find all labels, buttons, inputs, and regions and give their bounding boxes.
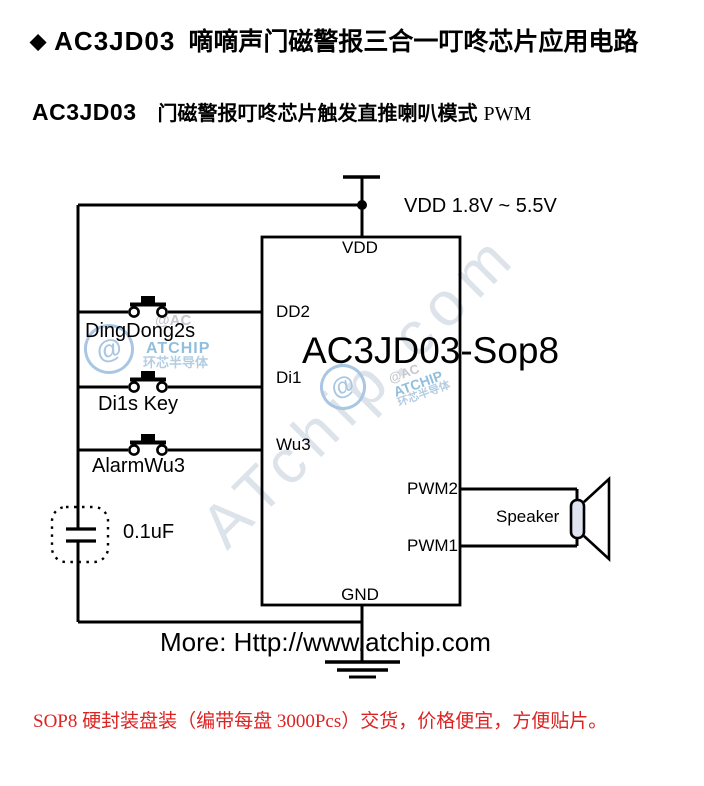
power-rail-icon xyxy=(343,175,380,237)
pushbutton-dingdong-icon xyxy=(128,296,168,318)
pin-label-pwm2: PWM2 xyxy=(407,479,458,498)
diamond-bullet-icon: ◆ xyxy=(30,30,47,53)
pushbutton-di1s-icon xyxy=(128,371,168,393)
pin-label-dd2: DD2 xyxy=(276,302,311,321)
speaker-label: Speaker xyxy=(496,507,560,526)
page-title: ◆ AC3JD03 嘀嘀声门磁警报三合一叮咚芯片应用电路 xyxy=(30,22,638,58)
capacitor-value-label: 0.1uF xyxy=(123,521,175,543)
speaker-icon xyxy=(569,476,611,562)
website-link[interactable]: More: Http://www.atchip.com xyxy=(160,627,491,657)
button-row-wires xyxy=(78,310,262,452)
pin-label-pwm1: PWM1 xyxy=(407,536,458,555)
pin-label-vdd: VDD xyxy=(342,238,378,257)
button-label-di1s-key: Di1s Key xyxy=(98,393,179,415)
pin-label-gnd: GND xyxy=(341,585,379,604)
capacitor-icon xyxy=(50,505,110,564)
ground-icon xyxy=(325,605,400,679)
pin-label-di1: Di1 xyxy=(276,368,302,387)
packaging-note: SOP8 硬封装盘装（编带每盘 3000Pcs）交货，价格便宜，方便贴片。 xyxy=(33,711,608,732)
power-voltage-label: VDD 1.8V ~ 5.5V xyxy=(404,195,557,217)
pushbutton-alarm-icon xyxy=(128,434,168,456)
pin-label-wu3: Wu3 xyxy=(276,435,311,454)
page-subtitle: AC3JD03 门磁警报叮咚芯片触发直推喇叭模式 PWM xyxy=(32,97,531,126)
subtitle-description: 门磁警报叮咚芯片触发直推喇叭模式 xyxy=(157,103,478,125)
subtitle-part-number: AC3JD03 xyxy=(32,99,137,125)
subtitle-pwm-suffix: PWM xyxy=(483,103,532,125)
title-part-number: AC3JD03 xyxy=(54,26,176,56)
button-label-alarmwu3: AlarmWu3 xyxy=(92,455,185,477)
vdd-bus-wire xyxy=(76,203,362,624)
chip-part-name: AC3JD03-Sop8 xyxy=(302,330,560,371)
button-label-dingdong: DingDong2s xyxy=(85,320,196,342)
title-description: 嘀嘀声门磁警报三合一叮咚芯片应用电路 xyxy=(188,28,639,56)
